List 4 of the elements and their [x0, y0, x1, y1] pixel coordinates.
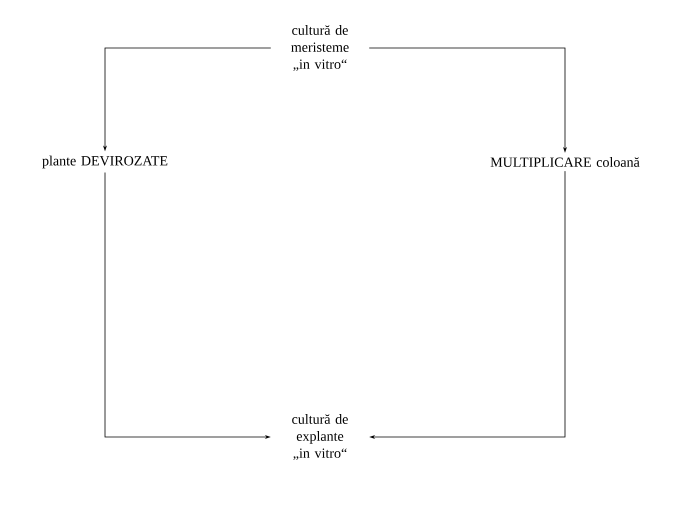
node-label: cultură de explante „in vitro“	[292, 414, 348, 460]
node-label: cultură de meristeme „in vitro“	[291, 25, 349, 71]
node-label: MULTIPLICARE coloană	[490, 157, 640, 167]
node-label: plante DEVIROZATE	[42, 156, 168, 168]
